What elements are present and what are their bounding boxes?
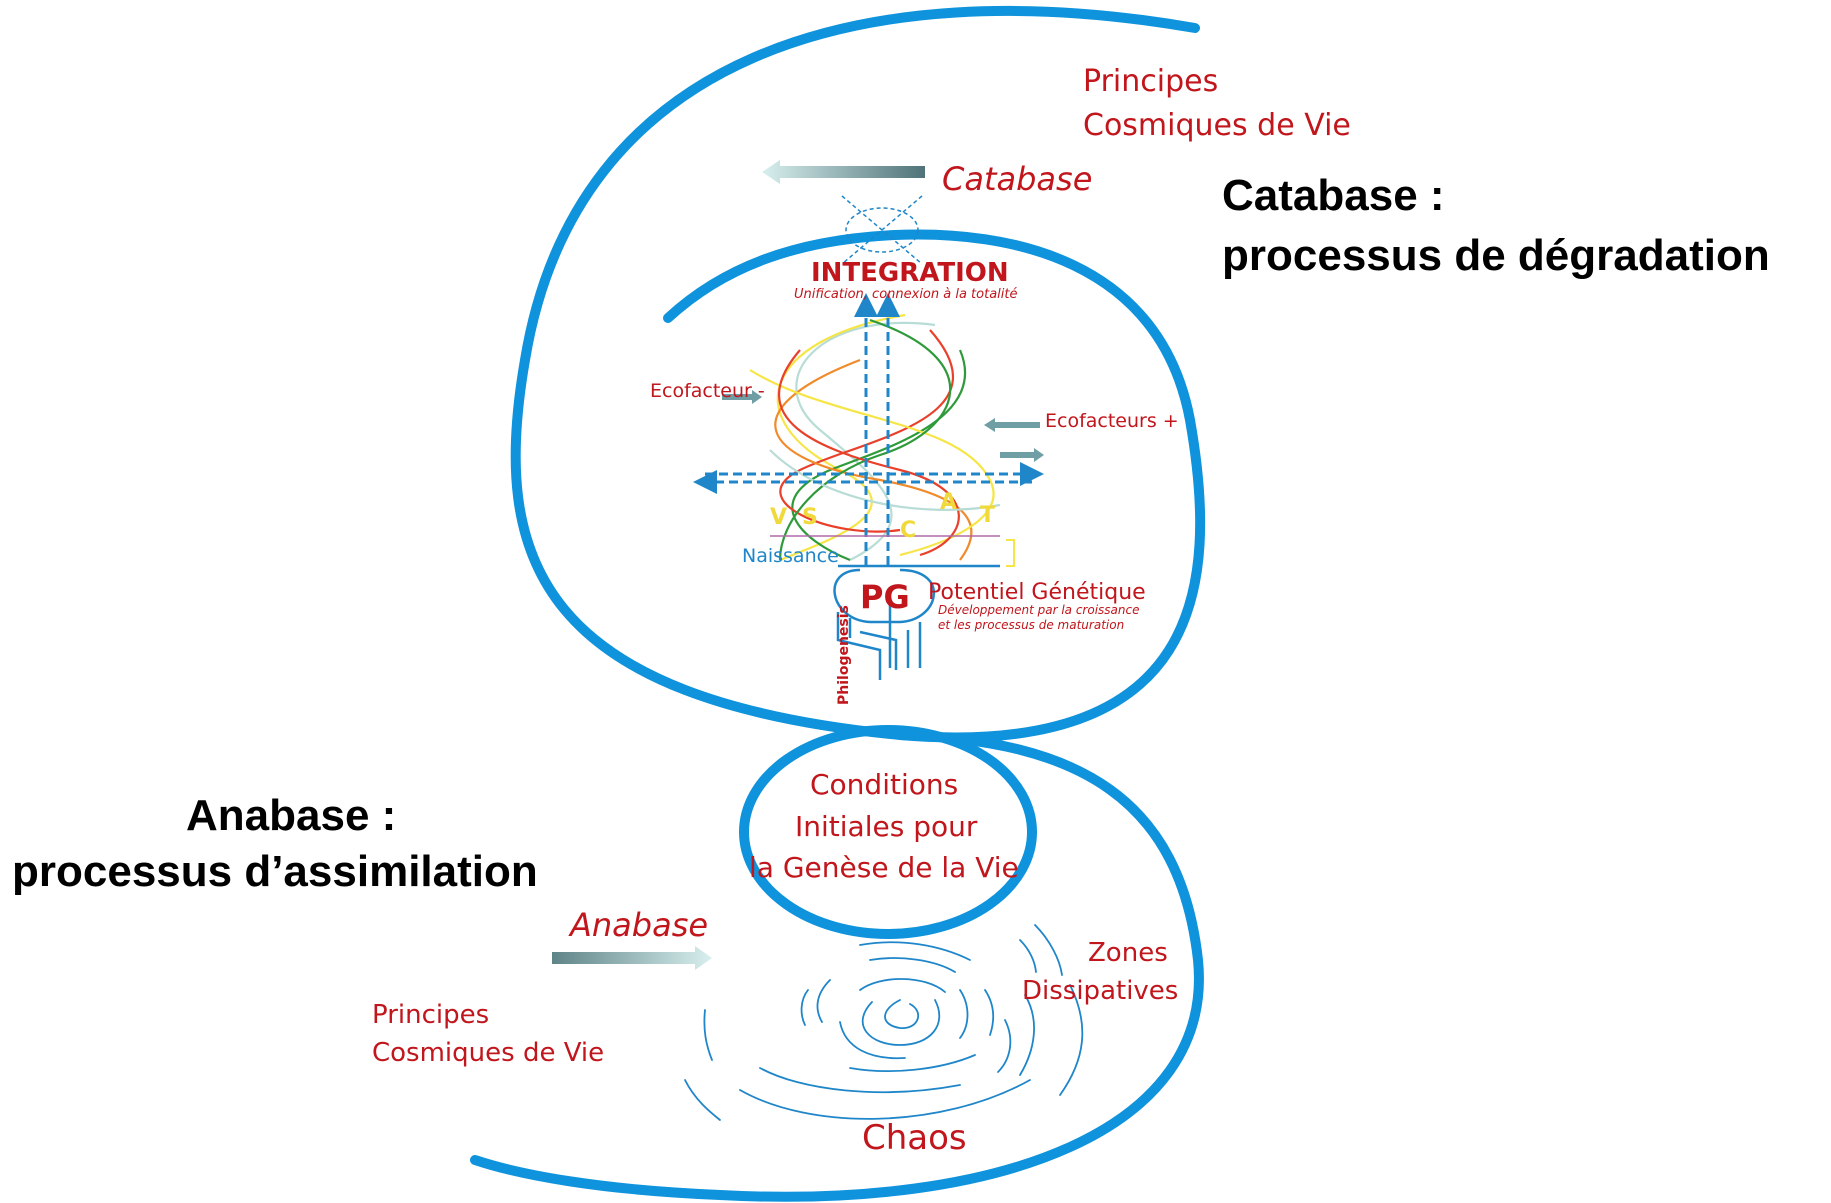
chaos-swirl bbox=[684, 924, 1084, 1121]
helix-letter-t: T bbox=[980, 503, 996, 528]
conditions-line1: Conditions bbox=[810, 768, 959, 801]
ecofacteurs-plus-arrow-2 bbox=[1000, 448, 1044, 462]
helix-strands bbox=[749, 313, 1001, 562]
initial-conditions-loop bbox=[739, 725, 1037, 939]
anabase-arrow-label: Anabase bbox=[570, 906, 709, 944]
dashed-axes bbox=[693, 293, 1044, 565]
helix-letter-v: V bbox=[770, 505, 788, 530]
catabase-title-line1: Catabase : bbox=[1222, 171, 1445, 220]
ecofacteur-minus-label: Ecofacteur - bbox=[650, 380, 765, 402]
ecofacteurs-plus-arrow bbox=[984, 418, 1040, 432]
helix-letter-c: C bbox=[900, 518, 917, 543]
lower-spiral bbox=[470, 730, 1204, 1202]
integration-sublabel: Unification, connexion à la totalité bbox=[794, 287, 1018, 302]
helix-letter-s: S bbox=[802, 505, 818, 530]
anabase-title-line1: Anabase : bbox=[186, 791, 397, 840]
helix-letter-a: A bbox=[940, 490, 958, 515]
conditions-line2: Initiales pour bbox=[795, 810, 978, 843]
potentiel-genetique-label: Potentiel Génétique bbox=[928, 580, 1146, 605]
philogenesis-label: Philogenesis bbox=[836, 605, 852, 705]
zones-line1: Zones bbox=[1088, 938, 1168, 968]
catabase-title-line2: processus de dégradation bbox=[1222, 231, 1770, 280]
anabase-arrow bbox=[552, 946, 712, 970]
integration-eye-icon bbox=[841, 195, 923, 265]
chaos-label: Chaos bbox=[862, 1118, 967, 1158]
top-principes-line1: Principes bbox=[1083, 64, 1219, 99]
pg-root-icon bbox=[833, 568, 935, 680]
catabase-arrow bbox=[762, 160, 925, 184]
conditions-line3: la Genèse de la Vie bbox=[749, 851, 1019, 884]
anabase-title-line2: processus d’assimilation bbox=[12, 847, 538, 896]
bottom-principes-line1: Principes bbox=[372, 1000, 490, 1030]
naissance-label: Naissance bbox=[742, 545, 839, 567]
zones-line2: Dissipatives bbox=[1022, 976, 1179, 1006]
potentiel-sub1: Développement par la croissance bbox=[938, 603, 1140, 617]
top-principes-line2: Cosmiques de Vie bbox=[1083, 108, 1351, 143]
bottom-principes-line2: Cosmiques de Vie bbox=[372, 1038, 605, 1068]
catabase-arrow-label: Catabase bbox=[942, 160, 1093, 198]
pg-label: PG bbox=[860, 578, 910, 616]
ecofacteur-minus-arrow bbox=[722, 390, 762, 404]
ecofacteurs-plus-label: Ecofacteurs + bbox=[1045, 410, 1179, 432]
integration-label: INTEGRATION bbox=[811, 258, 1009, 288]
potentiel-sub2: et les processus de maturation bbox=[938, 618, 1125, 632]
bracket-mark bbox=[1006, 539, 1015, 567]
